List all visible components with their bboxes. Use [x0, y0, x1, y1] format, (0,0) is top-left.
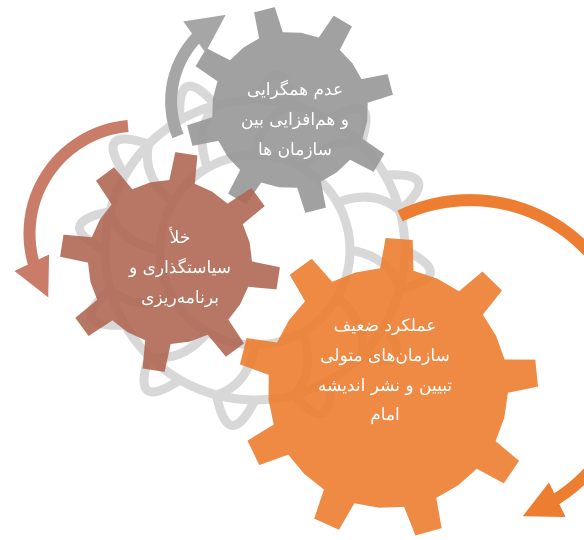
- gear-label-brown: خلأ سیاستگذاری و برنامه‌ریزی: [105, 224, 255, 313]
- watermark-arc: [332, 192, 405, 216]
- gear-orange: [239, 238, 538, 536]
- gear-label-gray: عدم همگرایی و هم‌افزایی بین سازمان ها: [220, 76, 370, 165]
- gear-gray: [187, 7, 393, 213]
- gear-text-line: سازمان ها: [258, 139, 332, 160]
- gear-brown: [60, 152, 280, 372]
- watermark-petal: [380, 170, 424, 216]
- gear-text-line: سیاستگذاری و: [128, 257, 232, 278]
- cycle-arrow-brown: [14, 120, 129, 298]
- gear-text-line: تبیین و نشر اندیشه: [317, 375, 453, 396]
- cycle-arrow-gray: [165, 14, 226, 139]
- watermark-petal: [211, 390, 260, 430]
- gear-label-orange: عملکرد ضعیف سازمان‌های متولی تبیین و نشر…: [290, 312, 480, 431]
- gear-text-line: عملکرد ضعیف: [333, 316, 437, 336]
- cycle-arrow-orange: [397, 194, 584, 517]
- watermark-petal: [175, 81, 221, 125]
- gear-text-line: امام: [370, 405, 400, 426]
- gear-text-line: سازمان‌های متولی: [320, 345, 450, 366]
- gear-text-line: و هم‌افزایی بین: [241, 109, 349, 130]
- gear-text-line: خلأ: [169, 228, 191, 248]
- gear-text-line: برنامه‌ریزی: [141, 287, 219, 308]
- watermark-petal: [108, 134, 154, 180]
- gear-text-line: عدم همگرایی: [246, 80, 344, 100]
